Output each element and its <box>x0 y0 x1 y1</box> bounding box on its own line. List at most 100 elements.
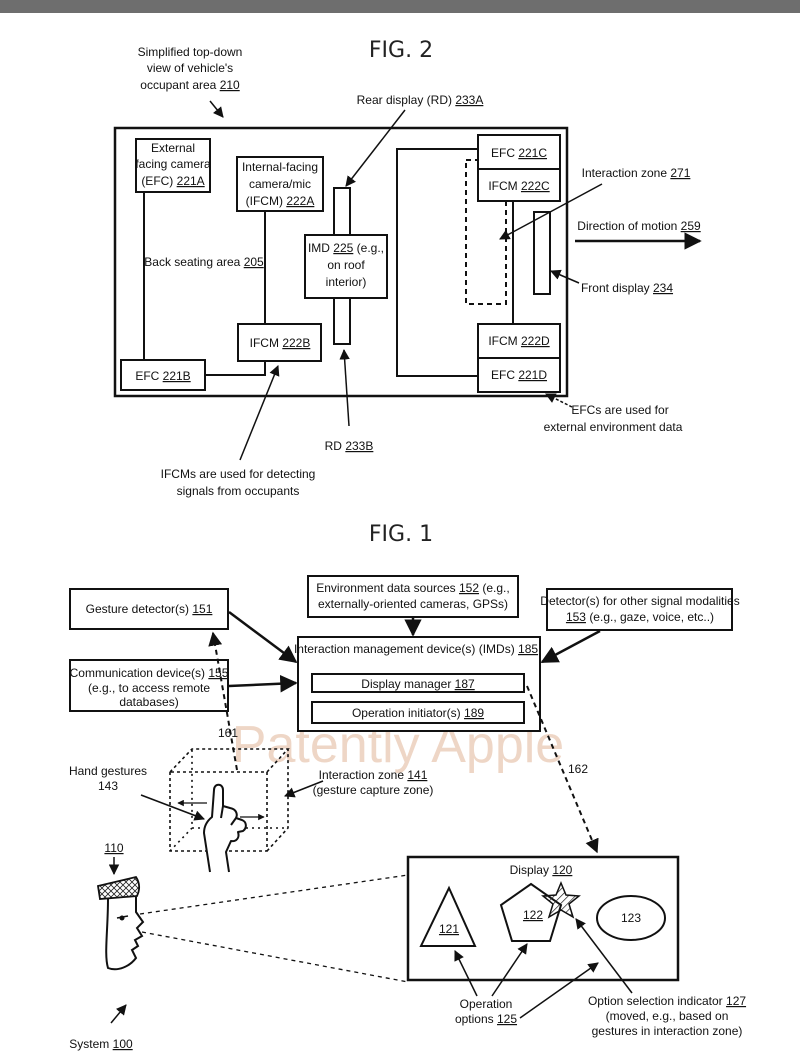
svg-text:Internal-facing: Internal-facing <box>242 160 318 174</box>
svg-text:camera/mic: camera/mic <box>249 177 311 191</box>
fig2-title: FIG. 2 <box>369 38 433 63</box>
svg-text:signals from occupants: signals from occupants <box>177 484 300 498</box>
vehicle-outline <box>113 126 569 398</box>
front-seat-outline <box>396 148 478 377</box>
ref-161: 161 <box>218 726 238 740</box>
ifcm-222a-box <box>236 156 324 212</box>
env-data-sources-label: Environment data sources 152 (e.g., exte… <box>316 581 509 611</box>
svg-text:options 125: options 125 <box>455 1012 517 1026</box>
imd-185-label: Interaction management device(s) (IMDs) … <box>294 642 538 656</box>
rd-233b-label: RD 233B <box>325 439 374 453</box>
direction-of-motion-label: Direction of motion 259 <box>577 219 701 233</box>
svg-text:153 (e.g., gaze, voice, etc..): 153 (e.g., gaze, voice, etc..) <box>566 610 714 624</box>
comm-device-label: Communication device(s) 155 (e.g., to ac… <box>70 666 229 709</box>
hand-gesture-icon <box>203 783 247 873</box>
interaction-zone-141-arrow <box>284 780 324 798</box>
display-manager-box <box>311 673 525 693</box>
efc-221d-label: EFC 221D <box>491 368 547 382</box>
option-123-ellipse <box>596 895 666 941</box>
interaction-zone-271-label: Interaction zone 271 <box>582 166 691 180</box>
option-121-label: 121 <box>439 922 459 936</box>
svg-text:view of vehicle's: view of vehicle's <box>147 61 233 75</box>
svg-text:Simplified top-down: Simplified top-down <box>138 45 243 59</box>
comm-device-box <box>69 659 229 712</box>
svg-text:Environment data sources 152 (: Environment data sources 152 (e.g., <box>316 581 509 595</box>
selection-indicator-arrow <box>575 918 633 994</box>
svg-text:External: External <box>151 141 195 155</box>
occupant-area-arrow <box>209 100 224 118</box>
rd-233b-arrow <box>339 348 350 427</box>
ref-110: 110 <box>104 841 123 855</box>
ifcms-note-arrow <box>239 365 280 461</box>
ifcm-222d-label: IFCM 222D <box>488 334 550 348</box>
other-detectors-label: Detector(s) for other signal modalities … <box>540 594 739 624</box>
back-seating-label: Back seating area 205 <box>144 255 264 269</box>
option-122-label: 122 <box>523 908 543 922</box>
svg-text:Interaction zone 141: Interaction zone 141 <box>319 768 428 782</box>
svg-text:(gesture capture zone): (gesture capture zone) <box>313 783 434 797</box>
svg-text:Communication device(s) 155: Communication device(s) 155 <box>70 666 229 680</box>
back-seat-bottom-line <box>204 362 266 376</box>
option-121-triangle <box>419 885 477 947</box>
svg-text:on roof: on roof <box>327 258 365 272</box>
option-123-label: 123 <box>621 911 641 925</box>
svg-text:(e.g., to access remote: (e.g., to access remote <box>88 681 210 695</box>
imd-225-label: IMD 225 (e.g., on roof interior) <box>308 241 384 289</box>
efc-221d-box <box>477 357 561 393</box>
hand-gestures-label: Hand gestures 143 <box>69 764 147 793</box>
svg-text:143: 143 <box>98 779 118 793</box>
svg-text:Detector(s) for other signal m: Detector(s) for other signal modalities <box>540 594 739 608</box>
svg-text:(IFCM) 222A: (IFCM) 222A <box>246 194 315 208</box>
system-100-label: System 100 <box>69 1037 133 1051</box>
efcs-note: EFCs are used for external environment d… <box>544 403 683 434</box>
comm-to-imd-arrow <box>228 674 298 693</box>
signal-162-arrow <box>526 685 599 854</box>
operation-options-arrow-122 <box>491 943 528 997</box>
rear-display-label: Rear display (RD) 233A <box>357 93 484 107</box>
svg-text:IMD 225 (e.g.,: IMD 225 (e.g., <box>308 241 384 255</box>
operation-options-arrow-123 <box>519 962 599 1019</box>
svg-text:Rear display (RD) 233A: Rear display (RD) 233A <box>357 93 484 107</box>
ifcm-222a-label: Internal-facing camera/mic (IFCM) 222A <box>242 160 318 208</box>
gesture-detector-box <box>69 588 229 630</box>
ref-162: 162 <box>568 762 588 776</box>
ifcm-222b-box <box>237 323 322 362</box>
operation-initiator-label: Operation initiator(s) 189 <box>352 706 484 720</box>
detectors-to-imd-arrow <box>540 629 601 664</box>
system-100-arrow <box>110 1004 127 1024</box>
other-detectors-box <box>546 588 733 631</box>
svg-text:external environment data: external environment data <box>544 420 683 434</box>
ifcm-222c-label: IFCM 222C <box>488 179 550 193</box>
env-data-sources-box <box>307 575 519 618</box>
efc-221b-label: EFC 221B <box>135 369 190 383</box>
ifcm-222c-box <box>477 168 561 202</box>
svg-text:occupant area 210: occupant area 210 <box>140 78 240 92</box>
gesture-detector-label: Gesture detector(s) 151 <box>86 602 213 616</box>
front-display-arrow <box>550 269 580 284</box>
interaction-zone-271-arrow <box>499 183 603 240</box>
svg-text:Hand gestures: Hand gestures <box>69 764 147 778</box>
gaze-line-upper <box>139 874 409 915</box>
person-head-icon <box>96 875 145 971</box>
option-selection-indicator-star <box>541 881 581 919</box>
svg-text:interior): interior) <box>326 275 367 289</box>
display-manager-label: Display manager 187 <box>361 677 475 691</box>
svg-text:Operation: Operation <box>460 997 513 1011</box>
hand-gestures-arrow <box>140 794 205 821</box>
display-120-label: Display 120 <box>510 863 573 877</box>
svg-text:externally-oriented cameras, G: externally-oriented cameras, GPSs) <box>318 597 508 611</box>
gaze-line-lower <box>141 931 409 983</box>
ifcm-222b-label: IFCM 222B <box>250 336 311 350</box>
svg-text:EFCs are used for: EFCs are used for <box>571 403 668 417</box>
svg-text:(EFC) 221A: (EFC) 221A <box>141 174 204 188</box>
svg-text:facing camera: facing camera <box>135 157 211 171</box>
operation-initiator-box <box>311 701 525 724</box>
svg-text:Option selection indicator 127: Option selection indicator 127 <box>588 994 746 1008</box>
front-display-label: Front display 234 <box>581 281 673 295</box>
fig1-title: FIG. 1 <box>369 522 433 547</box>
efc-221a-label: External facing camera (EFC) 221A <box>135 141 211 188</box>
svg-text:(moved, e.g., based on: (moved, e.g., based on <box>606 1009 729 1023</box>
front-display-strip <box>533 211 551 295</box>
